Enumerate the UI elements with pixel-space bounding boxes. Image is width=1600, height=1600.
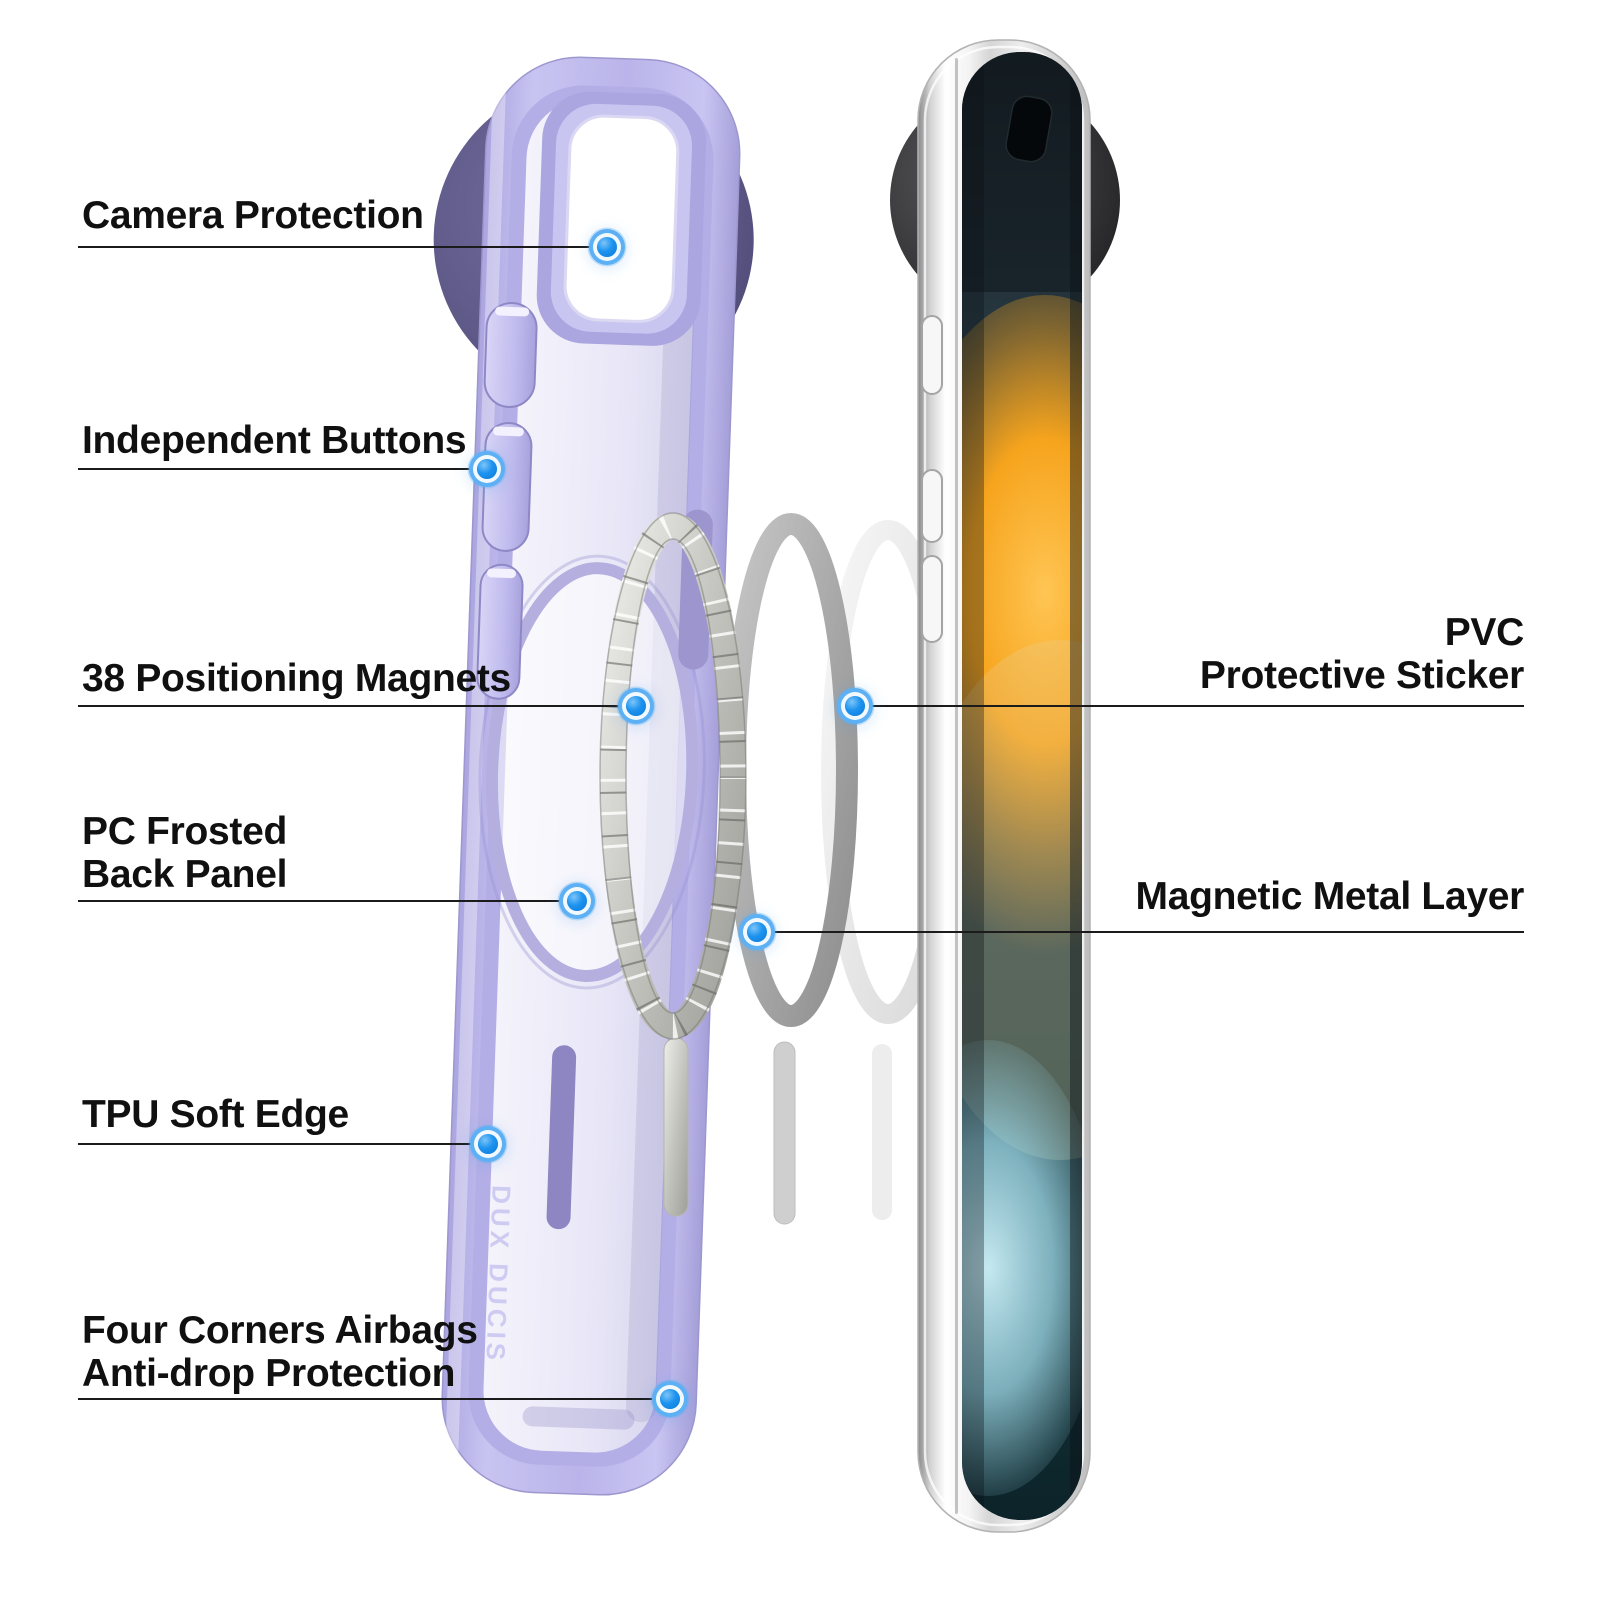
case-button-middle-chrome	[492, 426, 524, 437]
case-magsafe-ring	[485, 562, 699, 982]
tpu-soft-edge-text: TPU Soft Edge	[82, 1093, 349, 1136]
magnet-ring-outer-edge	[599, 512, 747, 1040]
camera-cutout	[536, 91, 707, 346]
tpu-soft-edge-label: TPU Soft Edge	[82, 1093, 349, 1136]
case-button-bottom	[476, 563, 524, 700]
positioning-magnets-text: 38 Positioning Magnets	[82, 657, 511, 700]
case: DUX DUCIS	[433, 56, 754, 1496]
pc-frosted-back-panel-label: PC Frosted Back Panel	[82, 810, 287, 896]
screen-left-glass-shade	[962, 52, 984, 1520]
alignment-magnet-bar-silver	[663, 1037, 689, 1217]
case-button-top	[483, 301, 538, 408]
alignment-magnet-bar-faint	[872, 1044, 892, 1220]
tpu-soft-edge-line	[78, 1142, 488, 1145]
independent-buttons-text: Independent Buttons	[82, 419, 467, 462]
phone-frame-seam	[955, 58, 958, 1514]
camera-cutout-hole	[563, 114, 680, 323]
magnet-ring-segment-seams	[600, 513, 746, 1039]
tpu-soft-edge-dot	[478, 1134, 498, 1154]
case-bottom-slot	[522, 1406, 635, 1430]
positioning-magnets-label: 38 Positioning Magnets	[82, 657, 511, 700]
four-corners-text: Four Corners Airbags	[82, 1309, 478, 1352]
magnet-ring-inner-edge	[625, 538, 721, 1014]
pvc-protective-sticker-label: PVC Protective Sticker	[1200, 611, 1524, 697]
magnetic-metal-layer-dot	[747, 922, 767, 942]
case-alignment-slot	[546, 1045, 577, 1230]
magnet-ring-segmented	[599, 512, 747, 1040]
pc-frosted-text: PC Frosted	[82, 810, 288, 853]
pvc-text: PVC	[1444, 611, 1525, 654]
camera-protection-dot	[597, 237, 617, 257]
independent-buttons-dot	[477, 459, 497, 479]
case-button-middle	[481, 421, 533, 552]
phone-volume-up-button	[921, 469, 943, 543]
case-button-top-chrome	[495, 306, 530, 317]
magnetic-metal-layer-line	[757, 930, 1524, 933]
wallpaper-cyan-blob	[962, 1040, 1082, 1496]
camera-protection-text: Camera Protection	[82, 194, 424, 237]
protective-sticker-text: Protective Sticker	[1199, 654, 1524, 697]
phone	[890, 39, 1120, 1533]
alignment-magnet-bar-gray	[773, 1041, 796, 1225]
pc-frosted-back-panel-dot	[567, 891, 587, 911]
dynamic-island	[1005, 95, 1053, 163]
independent-buttons-label: Independent Buttons	[82, 419, 467, 462]
camera-protection-line	[78, 245, 607, 248]
four-corners-airbags-dot	[660, 1389, 680, 1409]
camera-protection-label: Camera Protection	[82, 194, 424, 237]
case-magsafe-ring-outline	[478, 554, 706, 990]
case-engraving-text: DUX DUCIS	[480, 1185, 516, 1365]
magnetic-metal-layer-text: Magnetic Metal Layer	[1135, 875, 1525, 918]
wallpaper-top-shadow	[962, 52, 1082, 292]
case-button-bottom-chrome	[486, 568, 516, 579]
wallpaper-orange-blob	[962, 295, 1082, 955]
four-corners-airbags-line	[78, 1397, 670, 1400]
phone-wallpaper	[962, 52, 1082, 1520]
case-left-edge-highlight	[444, 70, 507, 1474]
back-panel-text: Back Panel	[82, 853, 288, 896]
anti-drop-text: Anti-drop Protection	[82, 1352, 456, 1395]
four-corners-airbags-label: Four Corners Airbags Anti-drop Protectio…	[82, 1309, 478, 1395]
wallpaper-warm-glow	[962, 640, 1082, 1160]
positioning-magnets-dot	[626, 696, 646, 716]
screen-right-glass-shade	[1070, 52, 1082, 1520]
phone-volume-down-button	[921, 555, 943, 643]
pvc-protective-sticker-dot	[845, 696, 865, 716]
phone-frame-highlight	[923, 45, 1085, 1527]
independent-buttons-line	[78, 467, 487, 470]
phone-action-button	[921, 315, 943, 395]
magnetic-metal-layer-label: Magnetic Metal Layer	[1135, 875, 1525, 918]
pc-frosted-back-panel-line	[78, 899, 577, 902]
pvc-protective-sticker-line	[855, 704, 1524, 707]
positioning-magnets-line	[78, 704, 636, 707]
